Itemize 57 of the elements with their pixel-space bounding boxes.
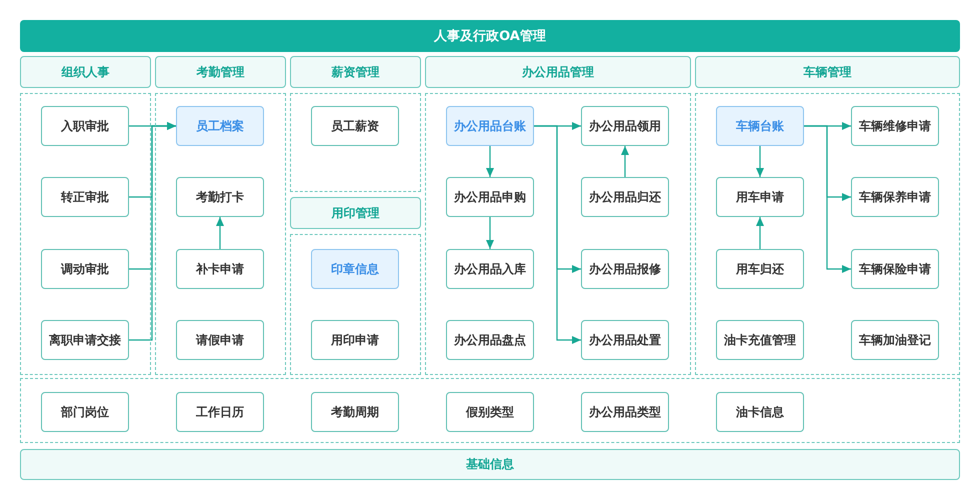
module-box: 办公用品领用 [581, 106, 669, 146]
module-box: 用车归还 [716, 249, 804, 289]
module-box: 请假申请 [176, 320, 264, 360]
module-box: 办公用品入库 [446, 249, 534, 289]
module-box: 补卡申请 [176, 249, 264, 289]
title-bar: 人事及行政OA管理 [20, 20, 960, 52]
arrow [486, 217, 494, 249]
section-header: 考勤管理 [155, 56, 286, 88]
dashed-group-frame [290, 234, 421, 375]
module-box: 员工薪资 [311, 106, 399, 146]
dashed-group-frame [425, 93, 691, 375]
dashed-group-frame [290, 93, 421, 192]
module-box: 车辆加油登记 [851, 320, 939, 360]
module-box: 油卡充值管理 [716, 320, 804, 360]
section-header: 用印管理 [290, 197, 421, 229]
module-box: 车辆保养申请 [851, 177, 939, 217]
dashed-group-frame [155, 93, 286, 375]
key-module-box: 车辆台账 [716, 106, 804, 146]
arrow [129, 122, 176, 341]
dashed-group-frame [20, 93, 151, 375]
module-box: 办公用品报修 [581, 249, 669, 289]
module-box: 转正审批 [41, 177, 129, 217]
key-module-box: 员工档案 [176, 106, 264, 146]
module-box: 调动审批 [41, 249, 129, 289]
arrow [756, 217, 764, 249]
arrow [756, 146, 764, 177]
module-box: 部门岗位 [41, 392, 129, 432]
key-module-box: 印章信息 [311, 249, 399, 289]
arrow [216, 217, 224, 249]
module-box: 办公用品归还 [581, 177, 669, 217]
dashed-group-frame [695, 93, 960, 375]
module-box: 用车申请 [716, 177, 804, 217]
section-header: 基础信息 [20, 449, 960, 480]
key-module-box: 办公用品台账 [446, 106, 534, 146]
module-box: 车辆保险申请 [851, 249, 939, 289]
module-box: 考勤打卡 [176, 177, 264, 217]
module-box: 办公用品处置 [581, 320, 669, 360]
arrow [804, 125, 851, 273]
module-box: 离职申请交接 [41, 320, 129, 360]
module-box: 考勤周期 [311, 392, 399, 432]
section-header: 车辆管理 [695, 56, 960, 88]
module-box: 油卡信息 [716, 392, 804, 432]
section-header: 薪资管理 [290, 56, 421, 88]
arrow [486, 146, 494, 177]
module-box: 车辆维修申请 [851, 106, 939, 146]
module-box: 假别类型 [446, 392, 534, 432]
module-box: 工作日历 [176, 392, 264, 432]
module-box: 办公用品盘点 [446, 320, 534, 360]
module-box: 办公用品类型 [581, 392, 669, 432]
arrow [534, 125, 581, 344]
module-box: 入职审批 [41, 106, 129, 146]
module-box: 用印申请 [311, 320, 399, 360]
dashed-group-frame [20, 378, 960, 443]
section-header: 组织人事 [20, 56, 151, 88]
section-header: 办公用品管理 [425, 56, 691, 88]
module-box: 办公用品申购 [446, 177, 534, 217]
arrow [621, 146, 629, 177]
